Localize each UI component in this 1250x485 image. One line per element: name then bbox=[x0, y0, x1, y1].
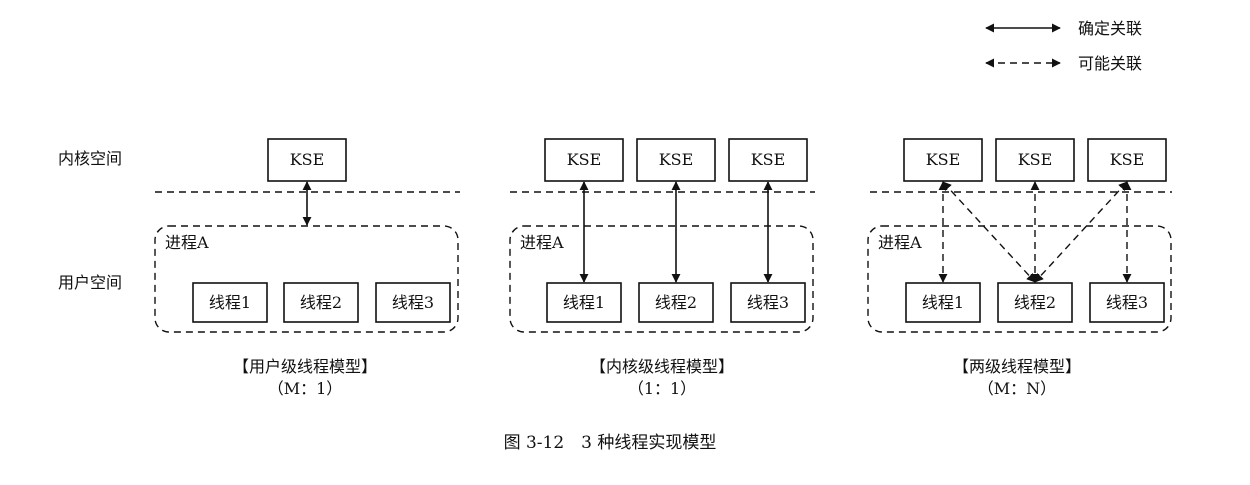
thread-box bbox=[283, 282, 359, 323]
thread-label: 线程2 bbox=[300, 293, 342, 312]
thread-box bbox=[997, 282, 1073, 323]
kse-label: KSE bbox=[290, 150, 325, 169]
process-label: 进程A bbox=[878, 233, 922, 252]
kse-box bbox=[636, 138, 716, 182]
thread-label: 线程2 bbox=[1014, 293, 1056, 312]
thread-box bbox=[730, 282, 806, 323]
thread-label: 线程2 bbox=[655, 293, 697, 312]
user-space-label: 用户空间 bbox=[58, 273, 122, 292]
process-label: 进程A bbox=[165, 233, 209, 252]
kse-box bbox=[995, 138, 1075, 182]
legend-definite-label: 确定关联 bbox=[1078, 19, 1142, 38]
thread-box bbox=[192, 282, 268, 323]
possible-association-arrow bbox=[942, 181, 1036, 283]
model-ratio: （M：N） bbox=[978, 379, 1056, 398]
user-level-model: KSE 进程A 线程1 线程2 线程3 【用户级线程模型】 （M：1） bbox=[154, 138, 460, 398]
kse-box bbox=[903, 138, 983, 182]
model-ratio: （1：1） bbox=[628, 379, 696, 398]
kernel-level-model: KSE KSE KSE 进程A 线程1 线程2 线程3 【内核级线程模型】 （1… bbox=[509, 138, 815, 398]
thread-label: 线程3 bbox=[392, 293, 434, 312]
legend-possible-label: 可能关联 bbox=[1078, 54, 1142, 73]
thread-box bbox=[1089, 282, 1165, 323]
kse-label: KSE bbox=[1018, 150, 1053, 169]
thread-box bbox=[638, 282, 714, 323]
kse-box bbox=[1087, 138, 1167, 182]
thread-label: 线程1 bbox=[922, 293, 964, 312]
kse-label: KSE bbox=[567, 150, 602, 169]
thread-label: 线程3 bbox=[747, 293, 789, 312]
model-name: 【内核级线程模型】 bbox=[590, 357, 734, 376]
kse-label: KSE bbox=[926, 150, 961, 169]
thread-box bbox=[546, 282, 622, 323]
figure-caption: 图 3-12 3 种线程实现模型 bbox=[504, 433, 717, 453]
kse-label: KSE bbox=[659, 150, 694, 169]
kse-box bbox=[544, 138, 624, 182]
kse-box bbox=[267, 138, 347, 182]
kse-label: KSE bbox=[751, 150, 786, 169]
thread-box bbox=[375, 282, 451, 323]
possible-association-arrow bbox=[1034, 181, 1128, 283]
model-name: 【用户级线程模型】 bbox=[233, 357, 377, 376]
thread-label: 线程1 bbox=[209, 293, 251, 312]
model-name: 【两级线程模型】 bbox=[953, 357, 1081, 376]
process-label: 进程A bbox=[520, 233, 564, 252]
legend: 确定关联 可能关联 bbox=[985, 19, 1142, 73]
thread-label: 线程1 bbox=[563, 293, 605, 312]
process-container bbox=[154, 225, 459, 333]
kernel-space-label: 内核空间 bbox=[58, 149, 122, 168]
thread-box bbox=[905, 282, 981, 323]
process-container bbox=[509, 225, 814, 333]
thread-label: 线程3 bbox=[1106, 293, 1148, 312]
model-ratio: （M：1） bbox=[268, 379, 343, 398]
two-level-model: KSE KSE KSE 进程A 线程1 线程2 线程3 【两级线程模型】 （M：… bbox=[867, 138, 1172, 398]
kse-label: KSE bbox=[1110, 150, 1145, 169]
kse-box bbox=[728, 138, 808, 182]
